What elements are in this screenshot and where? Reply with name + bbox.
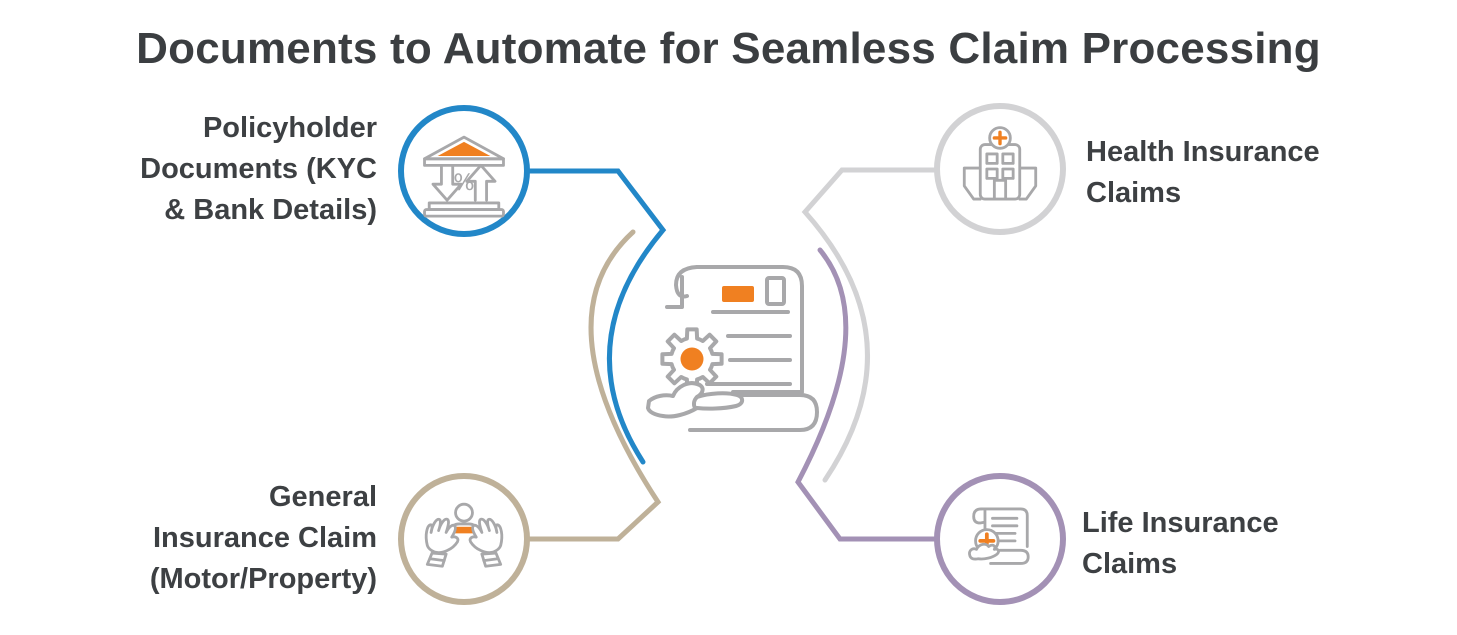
label-health-insurance-claims: Health Insurance Claims bbox=[1086, 132, 1320, 214]
center-node bbox=[645, 255, 835, 435]
node-policyholder-documents: % bbox=[398, 105, 530, 237]
connector-policyholder bbox=[527, 168, 667, 465]
svg-text:%: % bbox=[453, 170, 474, 196]
connector-health bbox=[801, 167, 937, 483]
label-life-insurance-claims: Life Insurance Claims bbox=[1082, 503, 1279, 585]
page-title: Documents to Automate for Seamless Claim… bbox=[136, 24, 1321, 73]
bank-icon: % bbox=[423, 135, 505, 218]
automated-claim-document-icon bbox=[646, 265, 819, 432]
hospital-icon bbox=[962, 126, 1038, 201]
label-line: Claims bbox=[1082, 548, 1178, 580]
label-line: Insurance Claim bbox=[152, 522, 377, 554]
label-line: Health Insurance bbox=[1086, 136, 1320, 168]
label-policyholder-documents: Policyholder Documents (KYC & Bank Detai… bbox=[140, 108, 377, 231]
node-life-insurance-claims bbox=[934, 473, 1066, 605]
label-line: Documents (KYC bbox=[140, 153, 377, 185]
label-line: Life Insurance bbox=[1082, 507, 1279, 539]
node-health-insurance-claims bbox=[934, 103, 1066, 235]
label-general-insurance-claim: General Insurance Claim (Motor/Property) bbox=[150, 477, 377, 600]
connector-general bbox=[527, 229, 662, 542]
label-line: Policyholder bbox=[202, 112, 377, 144]
connector-life bbox=[795, 247, 937, 542]
life-policy-scroll-icon bbox=[968, 507, 1030, 565]
gear-icon bbox=[660, 327, 724, 391]
label-line: General bbox=[269, 481, 377, 513]
node-general-insurance-claim bbox=[398, 473, 530, 605]
label-line: & Bank Details) bbox=[164, 194, 377, 226]
label-line: Claims bbox=[1086, 177, 1182, 209]
label-line: (Motor/Property) bbox=[149, 563, 377, 595]
protective-hands-icon bbox=[424, 502, 504, 568]
